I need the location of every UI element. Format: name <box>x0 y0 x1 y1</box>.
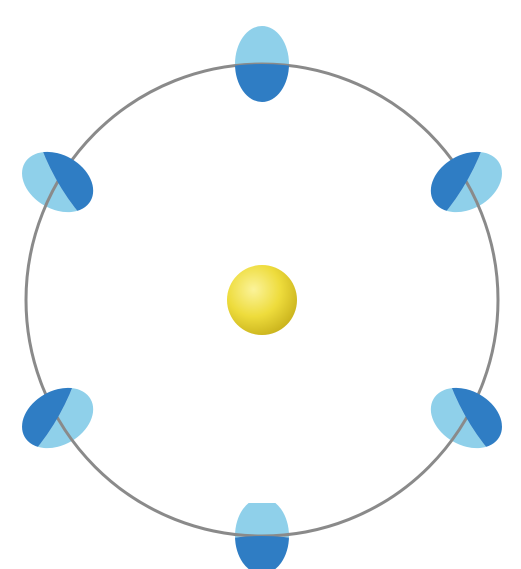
nucleus-sphere <box>227 265 297 335</box>
